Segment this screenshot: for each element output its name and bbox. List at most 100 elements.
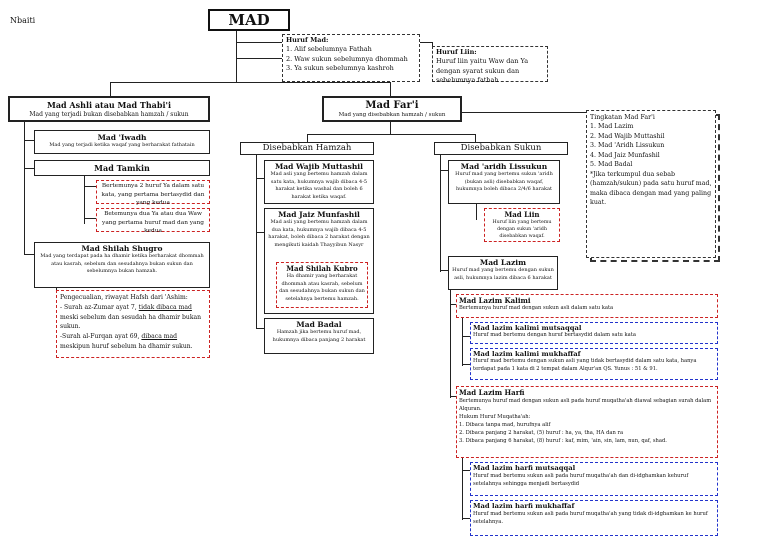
connector (462, 470, 470, 471)
kalimi-mukhaffaf-node: Mad lazim kalimi mukhaffaf Huruf mad ber… (470, 348, 718, 380)
mad-ashli-title: Mad Ashli atau Mad Thabi'i (47, 100, 171, 110)
tamkin-condition-text: Bertemunya 2 huruf Ya dalam satu kata, y… (101, 183, 205, 207)
harfi-mutsaqqal-desc: Huruf mad bertemu sukun asli pada huruf … (473, 473, 689, 488)
connector (84, 186, 96, 187)
kalimi-mukhaffaf-desc: Huruf mad bertemu dengan sukun asli yang… (473, 358, 697, 372)
connector (440, 154, 441, 272)
pengecualian-line: meskipun huruf sebelum ha dhamir sukun. (60, 342, 193, 350)
mad-shilah-kubro-title: Mad Shilah Kubro (286, 264, 358, 273)
kalimi-mutsaqqal-node: Mad lazim kalimi mutsaqqal Huruf mad ber… (470, 322, 718, 344)
pengecualian-line: -Surah al-Furqan ayat 69, dibaca mad (60, 333, 178, 340)
mad-lazim-harfi-node: Mad Lazim Harfi Bertemunya huruf mad den… (456, 386, 718, 458)
connector (462, 364, 470, 365)
mad-iwadh-desc: Mad yang terjadi ketika waqaf yang berha… (49, 142, 195, 148)
mad-aridh-desc: Huruf mad yang bertemu sukun 'aridh (buk… (455, 171, 553, 192)
mad-badal-node: Mad Badal Hamzah jika bertemu huruf mad,… (264, 318, 374, 354)
connector (461, 112, 586, 113)
author-label: Nbaiti (10, 16, 36, 25)
connector (24, 122, 25, 254)
mad-badal-desc: Hamzah jika bertemu huruf mad, hukumnya … (272, 329, 366, 343)
mad-liin-title: Mad Liin (504, 210, 540, 219)
mad-fari-title: Mad Far'i (365, 100, 419, 111)
connector (307, 134, 475, 135)
harfi-mukhaffaf-desc: Huruf mad bertemu sukun asli pada huruf … (473, 511, 708, 526)
mad-badal-title: Mad Badal (296, 320, 342, 329)
disebabkan-sukun-node: Disebabkan Sukun (434, 142, 568, 155)
pengecualian-line: - Surah az-Zumar ayat 7, tidak dibaca ma… (60, 303, 192, 311)
huruf-liin-title: Huruf Liin: (436, 48, 477, 56)
lazim-harfi-hukum: Hukum Huruf Muqatha'ah: (459, 414, 531, 421)
pengecualian-box: Pengecualian, riwayat Hafsh dari 'Ashim:… (56, 290, 210, 358)
mad-wajib-muttashil-node: Mad Wajib Muttashil Mad asli yang bertem… (264, 160, 374, 204)
mad-wajib-desc: Mad asli yang bertemu hamzah dalam satu … (270, 171, 368, 200)
connector (84, 176, 85, 224)
tamkin-condition-1: Bertemunya 2 huruf Ya dalam satu kata, y… (96, 180, 210, 206)
kalimi-mutsaqqal-desc: Huruf mad bertemu dengan huruf bertasydi… (473, 332, 636, 338)
tingkatan-item: 5. Mad Badal (590, 161, 633, 169)
connector (462, 458, 463, 520)
disebabkan-hamzah-label: Disebabkan Hamzah (262, 143, 352, 153)
lazim-harfi-desc: Bertemunya huruf mad dengan sukun asli p… (459, 398, 712, 413)
connector (307, 134, 308, 142)
connector (256, 232, 264, 233)
connector (476, 204, 477, 220)
disebabkan-hamzah-node: Disebabkan Hamzah (240, 142, 374, 155)
mad-liin-node: Mad Liin Huruf liin yang bertemu dengan … (484, 208, 560, 242)
connector (24, 254, 34, 255)
mad-shilah-kubro-desc: Ha dhamir yang berharakat dhommah atau k… (279, 273, 365, 302)
mad-wajib-title: Mad Wajib Muttashil (275, 162, 363, 171)
huruf-liin-desc: Huruf liin yaitu Waw dan Ya dengan syara… (436, 57, 529, 85)
lazim-harfi-rule: 2. Dibaca panjang 2 harakat, (5) huruf :… (459, 430, 624, 437)
mad-ashli-desc: Mad yang terjadi bukan disebabkan hamzah… (29, 111, 189, 118)
connector (390, 122, 391, 134)
connector (256, 328, 264, 329)
lazim-harfi-rule: 3. Dibaca panjang 6 harakat, (8) huruf :… (459, 438, 667, 445)
harfi-mutsaqqal-node: Mad lazim harfi mutsaqqal Huruf mad bert… (470, 462, 718, 496)
tingkatan-box: Tingkatan Mad Far'i 1. Mad Lazim 2. Mad … (586, 110, 716, 258)
connector (450, 396, 456, 397)
lazim-harfi-rule: 1. Dibaca tanpa mad, hurufnya alif (459, 422, 551, 429)
huruf-mad-item: 3. Ya sukun sebelumnya kashroh (286, 64, 394, 73)
huruf-liin-box: Huruf Liin: Huruf liin yaitu Waw dan Ya … (432, 46, 548, 85)
mad-liin-desc: Huruf liin yang bertemu dengan sukun 'ar… (492, 220, 552, 240)
connector (450, 304, 456, 305)
mad-lazim-title: Mad Lazim (479, 258, 527, 267)
mad-jaiz-title: Mad Jaiz Munfashil (278, 210, 360, 219)
connector (84, 218, 96, 219)
mad-shilah-shugro-desc: Mad yang terdapat pada ha dhamir ketika … (40, 253, 204, 274)
connector (462, 318, 463, 366)
root-node: MAD (208, 9, 290, 31)
tingkatan-note: *Jika terkumpul dua sebab (hamzah/sukun)… (590, 170, 712, 206)
connector (440, 170, 448, 171)
mad-iwadh-title: Mad 'Iwadh (97, 133, 147, 142)
harfi-mutsaqqal-title: Mad lazim harfi mutsaqqal (473, 464, 576, 472)
connector (110, 82, 111, 96)
connector (390, 82, 391, 96)
connector (440, 270, 448, 271)
mad-tamkin-title: Mad Tamkin (94, 163, 150, 173)
huruf-mad-box: Huruf Mad: 1. Alif sebelumnya Fathah 2. … (282, 34, 420, 82)
huruf-mad-item: 1. Alif sebelumnya Fathah (286, 45, 372, 54)
mad-shilah-shugro-title: Mad Shilah Shugro (81, 244, 163, 253)
lazim-harfi-title: Mad Lazim Harfi (459, 388, 525, 397)
harfi-mukhaffaf-title: Mad lazim harfi mukhaffaf (473, 502, 575, 510)
tamkin-condition-text: Betemunya dua Ya atau dua Waw yang perta… (102, 211, 204, 235)
mad-aridh-title: Mad 'aridh Lissukun (460, 162, 548, 171)
connector (462, 336, 470, 337)
tingkatan-item: 2. Mad Wajib Muttashil (590, 132, 665, 140)
mad-lazim-desc: Huruf mad yang bertemu dengan sukun asli… (452, 267, 554, 281)
mad-lazim-kalimi-node: Mad Lazim Kalimi Bertemunya huruf mad de… (456, 294, 718, 318)
lazim-kalimi-title: Mad Lazim Kalimi (459, 296, 531, 305)
connector (236, 30, 237, 82)
connector (236, 58, 282, 59)
mad-ashli-node: Mad Ashli atau Mad Thabi'i Mad yang terj… (8, 96, 210, 122)
disebabkan-sukun-label: Disebabkan Sukun (460, 143, 542, 153)
tingkatan-title: Tingkatan Mad Far'i (590, 114, 655, 121)
connector (450, 290, 451, 398)
huruf-mad-title: Huruf Mad: (286, 36, 329, 44)
huruf-mad-item: 2. Waw sukun sebelumnya dhommah (286, 54, 408, 63)
lazim-kalimi-desc: Bertemunya huruf mad dengan sukun asli d… (459, 305, 614, 311)
kalimi-mukhaffaf-title: Mad lazim kalimi mukhaffaf (473, 350, 581, 358)
connector (462, 518, 470, 519)
connector (475, 134, 476, 142)
